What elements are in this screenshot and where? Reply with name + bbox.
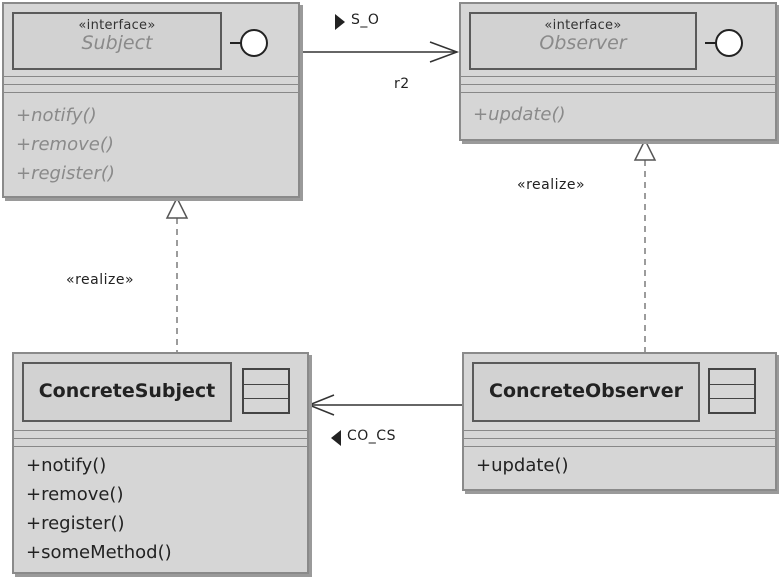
concrete-observer-name: ConcreteObserver	[489, 380, 683, 402]
concrete-subject-method: +someMethod()	[26, 542, 172, 563]
concrete-subject-method: +register()	[26, 513, 125, 534]
observer-name: Observer	[539, 32, 627, 54]
concrete-subject-header: ConcreteSubject	[22, 362, 232, 422]
subject-method: +register()	[16, 163, 115, 184]
concrete-subject-divider-2	[14, 438, 307, 439]
realize-observer-arrowhead	[633, 138, 657, 161]
observer-method: +update()	[473, 104, 566, 125]
subject-divider-2	[4, 84, 298, 85]
observer-header: «interface» Observer	[469, 12, 697, 70]
concrete-observer-methods: +update()	[464, 451, 775, 480]
concrete-observer-divider-1	[464, 430, 775, 431]
association-s-o-arrowhead	[429, 41, 460, 63]
concrete-subject-method: +notify()	[26, 455, 107, 476]
association-s-o-label: S_O	[351, 12, 380, 28]
realize-label-observer: «realize»	[517, 177, 586, 193]
interface-lollipop-icon	[230, 29, 268, 57]
direction-triangle-co-cs	[331, 430, 341, 446]
subject-divider-3	[4, 92, 298, 93]
concrete-subject-methods: +notify() +remove() +register() +someMet…	[14, 451, 307, 567]
realize-label-subject: «realize»	[66, 272, 135, 288]
subject-methods: +notify() +remove() +register()	[4, 101, 298, 188]
subject-name: Subject	[81, 32, 153, 54]
association-co-cs-arrowhead	[306, 394, 335, 416]
realize-subject-arrowhead	[165, 196, 189, 219]
subject-interface-box[interactable]: «interface» Subject +notify() +remove() …	[2, 2, 300, 198]
observer-stereotype: «interface»	[544, 18, 622, 33]
subject-divider-1	[4, 76, 298, 77]
observer-interface-box[interactable]: «interface» Observer +update()	[459, 2, 777, 141]
subject-method: +remove()	[16, 134, 114, 155]
concrete-observer-divider-3	[464, 446, 775, 447]
class-attributes-icon	[708, 368, 756, 414]
association-s-o-role-label: r2	[394, 76, 410, 92]
subject-header: «interface» Subject	[12, 12, 222, 70]
observer-methods: +update()	[461, 100, 775, 129]
concrete-subject-name: ConcreteSubject	[38, 380, 216, 402]
concrete-observer-class-box[interactable]: ConcreteObserver +update()	[462, 352, 777, 491]
concrete-subject-divider-3	[14, 446, 307, 447]
subject-stereotype: «interface»	[78, 18, 156, 33]
observer-divider-1	[461, 76, 775, 77]
concrete-subject-class-box[interactable]: ConcreteSubject +notify() +remove() +reg…	[12, 352, 309, 574]
observer-divider-2	[461, 84, 775, 85]
concrete-observer-divider-2	[464, 438, 775, 439]
association-co-cs-label: CO_CS	[347, 428, 396, 444]
concrete-subject-divider-1	[14, 430, 307, 431]
observer-divider-3	[461, 92, 775, 93]
direction-triangle-s-o	[335, 14, 345, 30]
concrete-subject-method: +remove()	[26, 484, 124, 505]
interface-lollipop-icon	[705, 29, 743, 57]
class-attributes-icon	[242, 368, 290, 414]
concrete-observer-method: +update()	[476, 455, 569, 476]
subject-method: +notify()	[16, 105, 97, 126]
concrete-observer-header: ConcreteObserver	[472, 362, 700, 422]
